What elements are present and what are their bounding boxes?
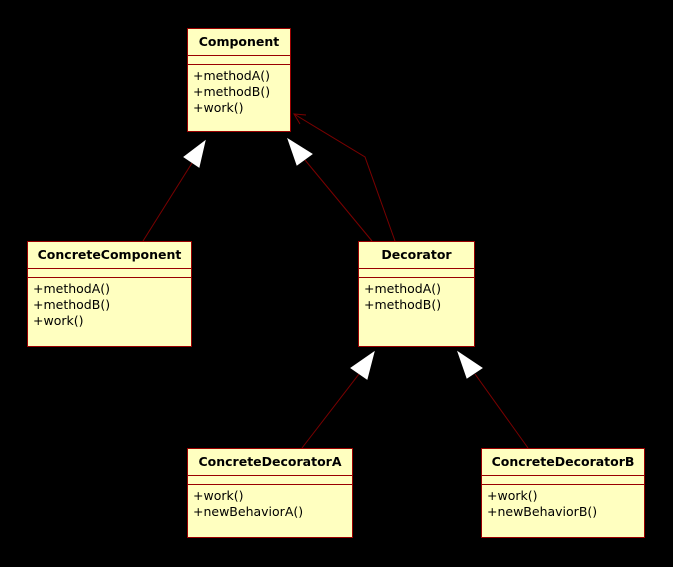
class-decorator[interactable]: Decorator +methodA() +methodB() [358,241,475,347]
operations-compartment: +methodA() +methodB() +work() [188,65,290,116]
generalization-arrowhead-icon [287,137,313,166]
class-concretedecoratora[interactable]: ConcreteDecoratorA +work() +newBehaviorA… [187,448,353,538]
operation: +work() [487,488,538,503]
operations-compartment: +work() +newBehaviorA() [188,485,352,520]
operation: +work() [33,313,84,328]
open-arrowhead-icon [293,113,307,125]
attributes-compartment [28,269,191,278]
class-name: Decorator [359,242,474,269]
operation: +methodA() [364,281,442,296]
operation: +methodB() [364,297,442,312]
operation: +methodB() [193,84,271,99]
operation: +newBehaviorB() [487,504,598,519]
generalization-concretedecoratora-decorator [301,373,360,449]
attributes-compartment [188,56,290,65]
attributes-compartment [482,476,644,485]
class-name: ConcreteDecoratorB [482,449,644,476]
class-name: Component [188,29,290,56]
operation: +work() [193,100,244,115]
operations-compartment: +work() +newBehaviorB() [482,485,644,520]
operation: +methodA() [193,68,271,83]
attributes-compartment [188,476,352,485]
generalization-concretedecoratorb-decorator [474,373,529,449]
class-concretecomponent[interactable]: ConcreteComponent +methodA() +methodB() … [27,241,192,347]
operation: +newBehaviorA() [193,504,304,519]
operations-compartment: +methodA() +methodB() +work() [28,278,191,329]
class-component[interactable]: Component +methodA() +methodB() +work() [187,28,291,132]
operations-compartment: +methodA() +methodB() [359,278,474,313]
operation: +methodB() [33,297,111,312]
attributes-compartment [359,269,474,278]
association-decorator-component [293,113,396,242]
generalization-arrowhead-icon [457,350,483,379]
class-name: ConcreteComponent [28,242,191,269]
generalization-decorator-component [304,159,373,242]
generalization-arrowhead-icon [350,350,375,380]
operation: +methodA() [33,281,111,296]
class-concretedecoratorb[interactable]: ConcreteDecoratorB +work() +newBehaviorB… [481,448,645,538]
operation: +work() [193,488,244,503]
class-name: ConcreteDecoratorA [188,449,352,476]
generalization-arrowhead-icon [183,139,206,168]
generalization-concretecomponent-component [142,162,193,242]
